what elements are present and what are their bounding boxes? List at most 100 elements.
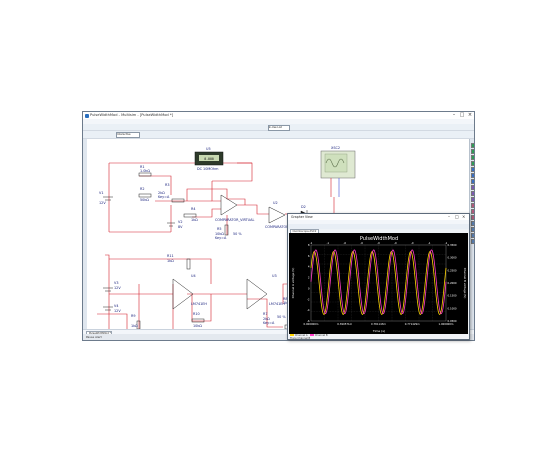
label-comparator-2: COMPARATOR_VIRTUAL [265,225,304,229]
label-d2: D2 [301,205,306,209]
label-r7: R7 [263,312,268,316]
legend-label-a: Channel A [294,334,308,337]
top-tick-label: -0 [360,241,363,245]
opamp-u3 [246,278,268,310]
agilent-generator-icon[interactable] [470,227,474,233]
label-v4-value: 12V [114,309,121,313]
y-left-tick-label: 2 [308,276,310,280]
status-bar: Pause Alert [83,334,474,340]
oscilloscope-icon[interactable] [470,161,474,167]
label-r4-value: 1kΩ [191,218,198,222]
y-left-tick-label: 0 [308,286,310,290]
wire [237,204,269,215]
logic-analyzer-icon[interactable] [470,197,474,203]
minimize-icon[interactable]: – [452,112,456,118]
logic-converter-icon[interactable] [470,191,474,197]
label-u5: U5 [206,147,211,151]
y-left-tick-label: -4 [307,308,310,312]
label-lm741-1: LM741EH [191,302,207,306]
top-tick-label: -1 [327,241,330,245]
label-r8: R8 [283,297,288,301]
wire [186,188,246,205]
resistor-r4 [183,213,197,218]
agilent-scope-icon[interactable] [470,239,474,245]
y-left-tick-label: -6 [307,319,310,323]
close-icon[interactable]: × [467,112,473,118]
agilent-multimeter-icon[interactable] [470,233,474,239]
label-r10: R10 [193,312,200,316]
oscilloscope-xsc2[interactable] [320,150,356,197]
label-r3-value: 2kΩ [158,191,165,195]
series-line-channel-b [310,249,447,315]
four-channel-scope-icon[interactable] [470,167,474,173]
legend-swatch-b [310,334,314,336]
multimeter-icon[interactable] [470,143,474,149]
label-r5-value: 10kΩ [215,232,224,236]
top-tick-label: -0 [394,241,397,245]
label-u3: U3 [272,274,277,278]
label-r3: R3 [165,183,170,187]
wire [109,162,253,182]
legend-channel-a: Channel A [290,334,308,337]
x-tick-label: 0.771429m [405,322,420,326]
label-r9-value: 1kΩ [131,324,138,328]
iv-analyzer-icon[interactable] [470,203,474,209]
in-use-list-dropdown[interactable]: In-Use List [267,124,290,131]
label-r11: R11 [167,254,174,258]
y-right-tick-label: 0.2000 [448,281,457,285]
y-right-tick-label: 0.1000 [448,306,457,310]
wire [105,254,110,329]
resistor-r10 [191,318,205,323]
label-r8-value: 1kΩ [283,301,290,305]
network-analyzer-icon[interactable] [470,221,474,227]
label-v1: V1 [99,191,103,195]
wattmeter-icon[interactable] [470,155,474,161]
y-left-tick-label: 8 [308,243,310,247]
grapher-maximize-icon[interactable]: □ [455,214,459,219]
y-right-tick-label: 0.1500 [448,294,457,298]
function-generator-icon[interactable] [470,149,474,155]
y-left-tick-label: -2 [307,297,310,301]
label-v1-value: 12V [99,201,106,205]
label-v4: V4 [114,304,118,308]
maximize-icon[interactable]: □ [459,112,465,118]
comparator-u1 [220,194,238,216]
grapher-legend-bar: Channel A Channel B Trace Channel B [288,334,469,339]
label-r5: R5 [217,227,222,231]
label-comparator-1: COMPARATOR_VIRTUAL [215,218,254,222]
label-dc-meter: DC 10MOhm [197,167,219,171]
label-v3-value: 12V [114,286,121,290]
y-left-tick-label: 4 [308,265,310,269]
grapher-minimize-icon[interactable]: – [448,214,450,219]
legend-channel-b: Channel B [310,334,328,337]
label-key-a: Key=A [158,195,170,199]
label-r9: R9 [131,314,136,318]
label-v2: V2 [178,220,182,224]
resistor-r1 [138,172,152,177]
y-right-tick-label: 0.0500 [448,319,457,323]
bode-plotter-icon[interactable] [470,173,474,179]
x-tick-label: 0.390571m [337,322,352,326]
wire [97,313,128,329]
toolbar-standard: In-Use List [83,124,474,139]
voltmeter-u5[interactable]: 0.000 [194,151,224,166]
y-right-tick-label: 0.3000 [448,256,457,260]
label-xsc2: XSC2 [331,146,340,150]
word-generator-icon[interactable] [470,185,474,191]
y-right-tick-label: 0.2500 [448,268,457,272]
spectrum-analyzer-icon[interactable] [470,215,474,221]
distortion-analyzer-icon[interactable] [470,209,474,215]
wire [192,208,221,218]
legend-label-b: Channel B [314,334,328,337]
y-left-axis-label: Channel A voltage (V) [291,268,295,299]
frequency-counter-icon[interactable] [470,179,474,185]
grapher-close-icon[interactable]: × [462,214,466,219]
label-r11-value: 1kΩ [167,259,174,263]
wire [247,298,283,328]
interactive-dropdown[interactable]: Interactive [116,131,141,138]
label-r2: R2 [140,187,145,191]
x-tick-label: 0.781143m [371,322,386,326]
top-tick-label: -0 [377,241,380,245]
chart-ticks: 86420-2-4-60.35000.30000.25000.20000.150… [304,241,457,326]
